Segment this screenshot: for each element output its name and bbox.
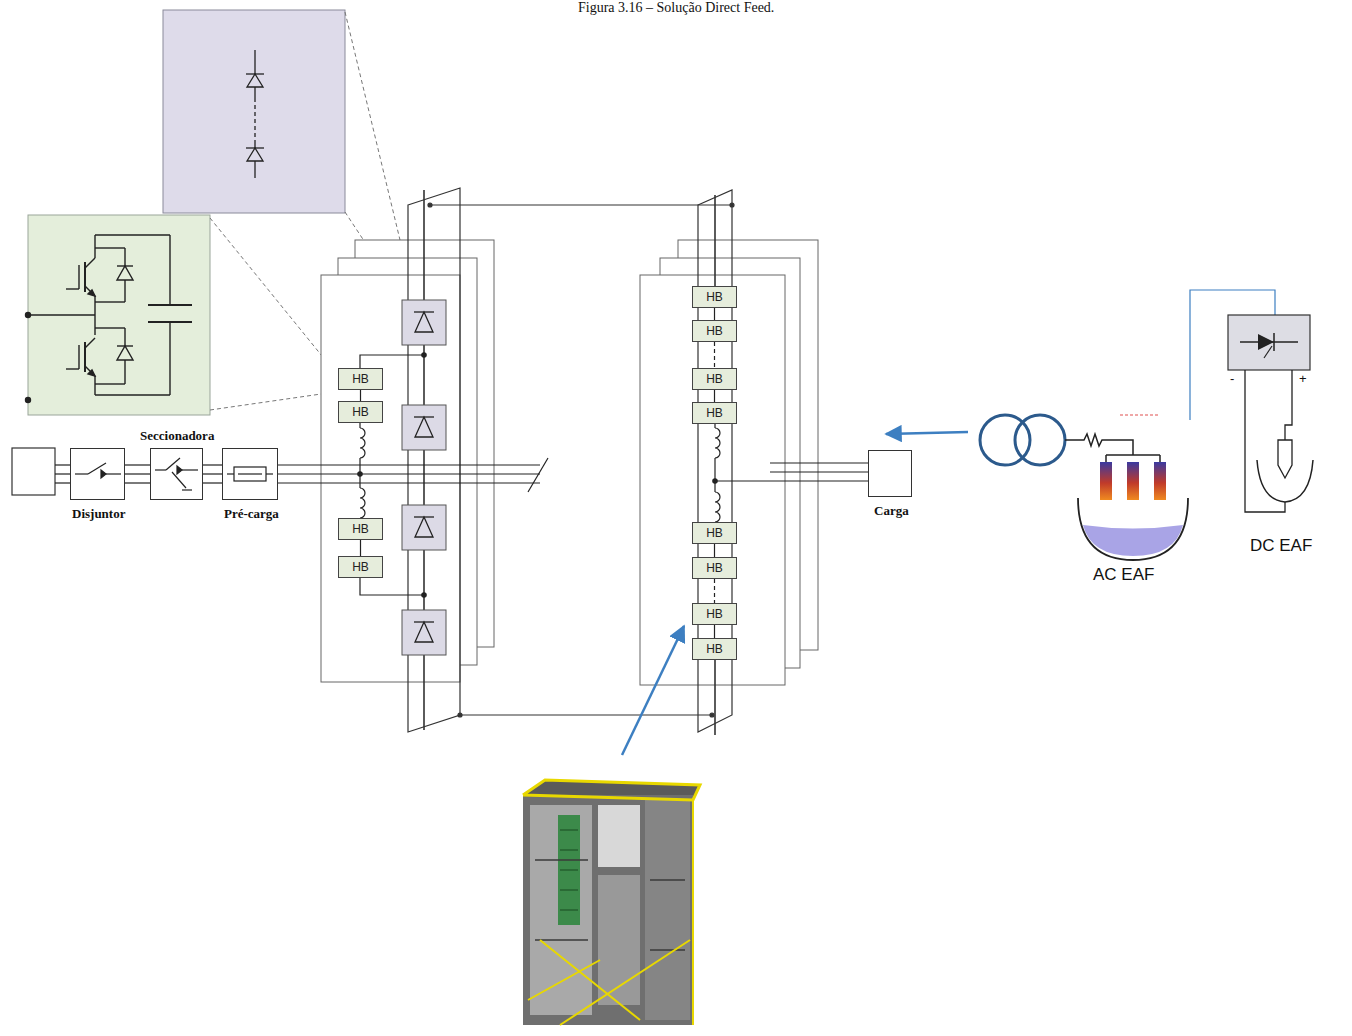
- half-bridge-cell: HB: [692, 522, 737, 544]
- half-bridge-cell: HB: [338, 556, 383, 578]
- cell-label: HB: [706, 407, 723, 419]
- half-bridge-cell: HB: [338, 401, 383, 423]
- cell-label: HB: [706, 291, 723, 303]
- half-bridge-cell: HB: [692, 638, 737, 660]
- half-bridge-cell: HB: [692, 557, 737, 579]
- converter-panels: [321, 240, 818, 685]
- wire-connector: [714, 625, 715, 638]
- cell-label: HB: [706, 562, 723, 574]
- half-bridge-cell: HB: [692, 286, 737, 308]
- wire: [125, 482, 150, 483]
- left-arm-wiring: [278, 353, 548, 597]
- cell-label: HB: [352, 406, 369, 418]
- wire: [714, 390, 715, 402]
- component-label: Disjuntor: [72, 507, 125, 521]
- switchgear-box: Carga: [868, 450, 912, 497]
- wire-connector: [714, 308, 715, 320]
- switchgear-box: Pré-carga: [222, 448, 278, 500]
- cell-label: HB: [352, 373, 369, 385]
- wire: [714, 342, 715, 368]
- wire: [360, 390, 361, 401]
- wire: [714, 625, 715, 638]
- cell-label: HB: [706, 325, 723, 337]
- right-arm-wiring: [713, 424, 868, 522]
- wire: [203, 473, 222, 474]
- label-text: DC EAF: [1250, 537, 1312, 556]
- wire: [203, 482, 222, 483]
- ac-eaf: [886, 415, 1188, 560]
- wire-connector: [125, 465, 150, 483]
- cell-label: HB: [706, 373, 723, 385]
- cell-label: HB: [352, 523, 369, 535]
- half-bridge-zoom: [26, 215, 211, 415]
- switchgear: [12, 448, 273, 495]
- component-label: Pré-carga: [224, 507, 279, 521]
- half-bridge-cell: HB: [338, 368, 383, 390]
- cell-label: HB: [706, 643, 723, 655]
- wire: [125, 473, 150, 474]
- wire-connector: [203, 465, 222, 483]
- wire: [714, 579, 715, 603]
- half-bridge-cell: HB: [692, 402, 737, 424]
- half-bridge-cell: HB: [692, 320, 737, 342]
- wire-connector: [714, 342, 715, 368]
- dc-bus: [408, 188, 734, 735]
- component-label: Carga: [874, 504, 909, 518]
- wire: [203, 464, 222, 465]
- wire: [360, 540, 361, 556]
- diode-boxes: [402, 300, 446, 655]
- wire: [714, 308, 715, 320]
- wire: [125, 464, 150, 465]
- polarity-sign: -: [1230, 372, 1234, 386]
- switchgear-box: Disjuntor: [70, 448, 125, 500]
- diode-zoom: [163, 10, 345, 213]
- wire-connector: [360, 390, 361, 401]
- cabinet-photo: [523, 626, 700, 1025]
- component-label: Seccionadora: [140, 429, 214, 443]
- half-bridge-cell: HB: [692, 368, 737, 390]
- half-bridge-cell: HB: [692, 603, 737, 625]
- wire-connector: [714, 390, 715, 402]
- wire-connector: [714, 544, 715, 557]
- cell-label: HB: [706, 527, 723, 539]
- cell-label: HB: [706, 608, 723, 620]
- wire: [714, 544, 715, 557]
- dc-eaf: [1190, 290, 1313, 512]
- wire-connector: [714, 579, 715, 603]
- wire-connector: [360, 540, 361, 556]
- switchgear-box: Seccionadora: [150, 448, 203, 500]
- polarity-sign: +: [1299, 372, 1307, 386]
- figure-caption: Figura 3.16 – Solução Direct Feed.: [578, 0, 774, 16]
- half-bridge-cell: HB: [338, 518, 383, 540]
- label-text: AC EAF: [1093, 566, 1154, 585]
- cell-label: HB: [352, 561, 369, 573]
